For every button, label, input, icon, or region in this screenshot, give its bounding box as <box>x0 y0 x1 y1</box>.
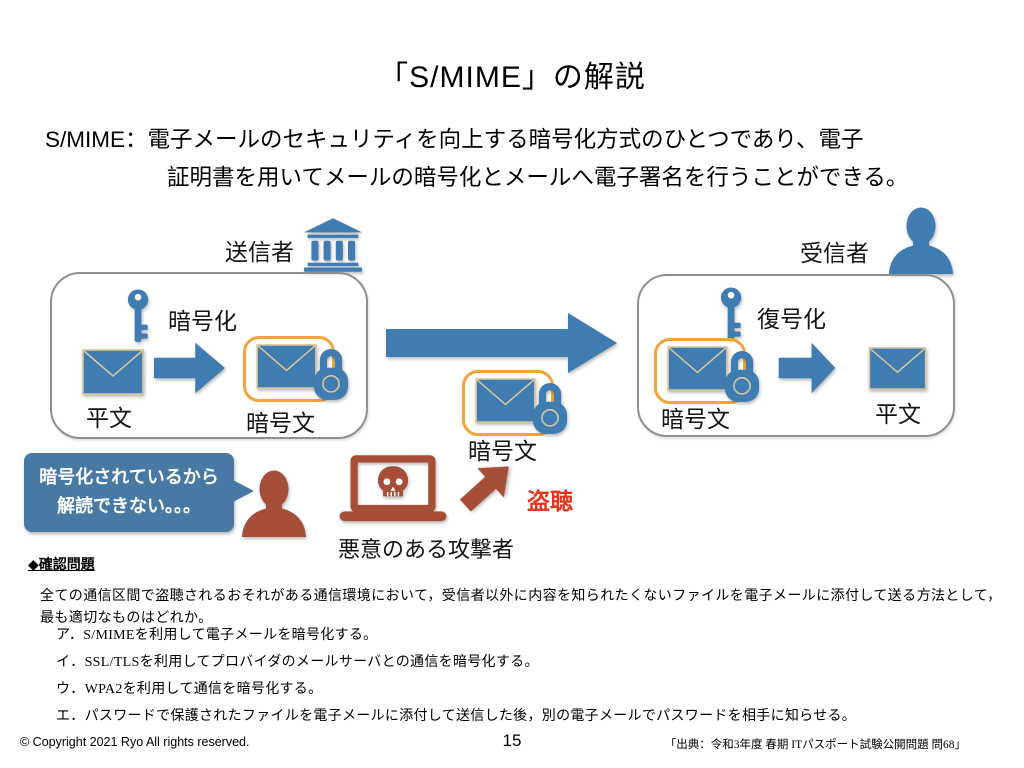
ciphertext-label-receiver: 暗号文 <box>661 406 730 432</box>
description-line-2: 証明書を用いてメールの暗号化とメールへ電子署名を行うことができる。 <box>167 165 909 190</box>
question-line-2: 最も適切なものはどれか。 <box>40 611 213 626</box>
ciphertext-label-sender: 暗号文 <box>246 410 315 436</box>
smime-description: S/MIME：電子メールのセキュリティを向上する暗号化方式のひとつであり、電子 … <box>45 121 908 197</box>
plaintext-envelope-icon <box>82 349 144 395</box>
page-number: 15 <box>502 731 522 750</box>
plaintext-label-sender: 平文 <box>86 405 132 431</box>
ciphertext-envelope-icon <box>475 378 536 423</box>
padlock-icon <box>724 344 760 403</box>
speech-line-1: 暗号化されているから <box>39 467 219 487</box>
transmission-arrow-icon <box>386 312 618 374</box>
option-e: エ．パスワードで保護されたファイルを電子メールに添付して送信した後，別の電子メー… <box>56 709 857 724</box>
speech-line-2: 解読できない。。。 <box>57 496 201 516</box>
key-icon <box>719 287 745 341</box>
description-line-1: S/MIME：電子メールのセキュリティを向上する暗号化方式のひとつであり、電子 <box>45 127 864 152</box>
option-u: ウ．WPA2を利用して通信を暗号化する。 <box>56 682 323 697</box>
answer-options: ア．S/MIMEを利用して電子メールを暗号化する。 イ．SSL/TLSを利用して… <box>56 628 856 736</box>
plaintext-envelope-icon <box>868 347 927 390</box>
key-icon <box>126 289 152 343</box>
receiver-box <box>637 274 955 437</box>
encrypted-mail-receiver <box>654 338 762 410</box>
source-citation: 「出典：令和3年度 春期 ITパスポート試験公開問題 問68」 <box>664 739 966 751</box>
encrypt-arrow-icon <box>153 340 226 396</box>
question-line-1: 全ての通信区間で盗聴されるおそれがある通信環境において，受信者以外に内容を知られ… <box>40 589 1002 604</box>
ciphertext-envelope-icon <box>256 344 317 389</box>
quiz-heading: ◆確認問題 <box>28 556 95 572</box>
padlock-icon <box>532 376 568 435</box>
receiver-label: 受信者 <box>800 240 869 266</box>
receiver-person-icon <box>884 206 958 274</box>
plaintext-label-receiver: 平文 <box>875 401 921 427</box>
attacker-label: 悪意のある攻撃者 <box>338 537 515 562</box>
sender-box <box>50 272 368 439</box>
encrypted-mail-transit <box>462 370 570 442</box>
option-a: ア．S/MIMEを利用して電子メールを暗号化する。 <box>56 628 378 643</box>
sender-label: 送信者 <box>225 239 294 265</box>
decrypt-label: 復号化 <box>757 306 826 332</box>
encrypt-label: 暗号化 <box>168 308 237 334</box>
encrypted-mail-sender <box>243 336 351 408</box>
page-title: 「S/MIME」の解説 <box>378 61 646 94</box>
laptop-skull-icon <box>336 455 450 525</box>
copyright-text: © Copyright 2021 Ryo All rights reserved… <box>20 735 250 749</box>
attacker-person-icon <box>238 466 310 540</box>
option-i: イ．SSL/TLSを利用してプロバイダのメールサーバとの通信を暗号化する。 <box>56 655 539 670</box>
attacker-speech-bubble: 暗号化されているから 解読できない。。。 <box>24 453 254 532</box>
eavesdrop-label: 盗聴 <box>527 488 573 514</box>
decrypt-arrow-icon <box>778 340 836 396</box>
padlock-icon <box>313 342 349 401</box>
ciphertext-envelope-icon <box>667 346 728 391</box>
ciphertext-label-transit: 暗号文 <box>468 438 537 464</box>
bank-icon <box>303 217 363 272</box>
